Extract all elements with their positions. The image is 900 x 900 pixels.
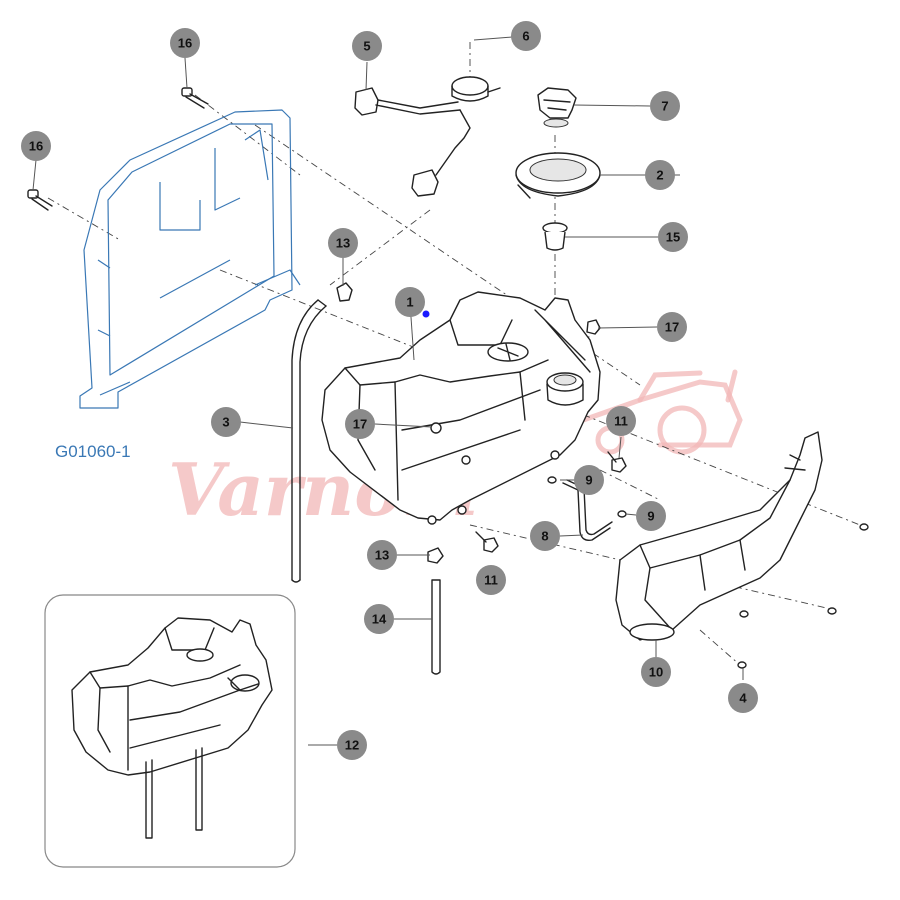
svg-text:3: 3 <box>222 415 229 430</box>
callout-9-lower[interactable]: 9 <box>636 501 666 531</box>
fuel-hose <box>431 579 441 675</box>
breather-hose <box>291 299 327 583</box>
callout-11-right[interactable]: 11 <box>606 406 636 436</box>
svg-text:11: 11 <box>484 573 498 588</box>
svg-text:10: 10 <box>649 665 663 680</box>
svg-text:12: 12 <box>345 738 359 753</box>
washer-9-upper <box>547 476 557 484</box>
callout-3[interactable]: 3 <box>211 407 241 437</box>
callout-8[interactable]: 8 <box>530 521 560 551</box>
fuel-cap <box>537 87 577 128</box>
callout-17-right[interactable]: 17 <box>657 312 687 342</box>
callout-16-left[interactable]: 16 <box>21 131 51 161</box>
svg-text:11: 11 <box>614 414 628 429</box>
callout-5[interactable]: 5 <box>352 31 382 61</box>
callout-10[interactable]: 10 <box>641 657 671 687</box>
assembly-inset <box>44 594 296 868</box>
tank-marker-dot <box>422 310 430 318</box>
fuel-line <box>562 479 613 542</box>
callout-6[interactable]: 6 <box>511 21 541 51</box>
bolt-11-right <box>607 451 627 473</box>
svg-text:4: 4 <box>739 691 747 706</box>
fuel-tank <box>321 291 601 525</box>
bolt-16-left <box>27 189 53 211</box>
tank-cover <box>615 431 823 641</box>
bolt-11-lower <box>475 531 499 553</box>
svg-text:7: 7 <box>661 99 668 114</box>
fuel-sender-unit <box>354 76 501 197</box>
fuel-filler-ring <box>515 152 601 199</box>
washer-9-lower <box>617 510 627 518</box>
svg-text:2: 2 <box>656 168 663 183</box>
svg-text:13: 13 <box>336 236 350 251</box>
svg-text:17: 17 <box>665 320 679 335</box>
svg-text:13: 13 <box>375 548 389 563</box>
callout-17-left[interactable]: 17 <box>345 409 375 439</box>
callout-14[interactable]: 14 <box>364 604 394 634</box>
hose-clamp-top <box>336 282 353 302</box>
drawing-code: G01060-1 <box>55 442 131 461</box>
svg-text:6: 6 <box>522 29 529 44</box>
svg-text:16: 16 <box>29 139 43 154</box>
hose-clamp-lower <box>427 547 444 564</box>
callout-12[interactable]: 12 <box>337 730 367 760</box>
callout-11-lower[interactable]: 11 <box>476 565 506 595</box>
svg-text:16: 16 <box>178 36 192 51</box>
svg-text:9: 9 <box>585 473 592 488</box>
callout-1[interactable]: 1 <box>395 287 425 317</box>
callout-13-top[interactable]: 13 <box>328 228 358 258</box>
svg-text:15: 15 <box>666 230 680 245</box>
callout-9-upper[interactable]: 9 <box>574 465 604 495</box>
svg-text:5: 5 <box>363 39 370 54</box>
svg-text:9: 9 <box>647 509 654 524</box>
svg-text:14: 14 <box>372 612 387 627</box>
fuel-strainer <box>542 222 568 251</box>
callout-7[interactable]: 7 <box>650 91 680 121</box>
callout-16-top[interactable]: 16 <box>170 28 200 58</box>
callout-2[interactable]: 2 <box>645 160 675 190</box>
callout-4[interactable]: 4 <box>728 683 758 713</box>
callout-13-lower[interactable]: 13 <box>367 540 397 570</box>
cover-nuts <box>737 523 869 669</box>
bracket-frame <box>79 109 301 409</box>
bolt-16-top <box>181 87 209 109</box>
callout-15[interactable]: 15 <box>658 222 688 252</box>
nut-17-right <box>586 319 601 335</box>
svg-text:8: 8 <box>541 529 548 544</box>
svg-text:17: 17 <box>353 417 367 432</box>
svg-text:1: 1 <box>406 295 413 310</box>
